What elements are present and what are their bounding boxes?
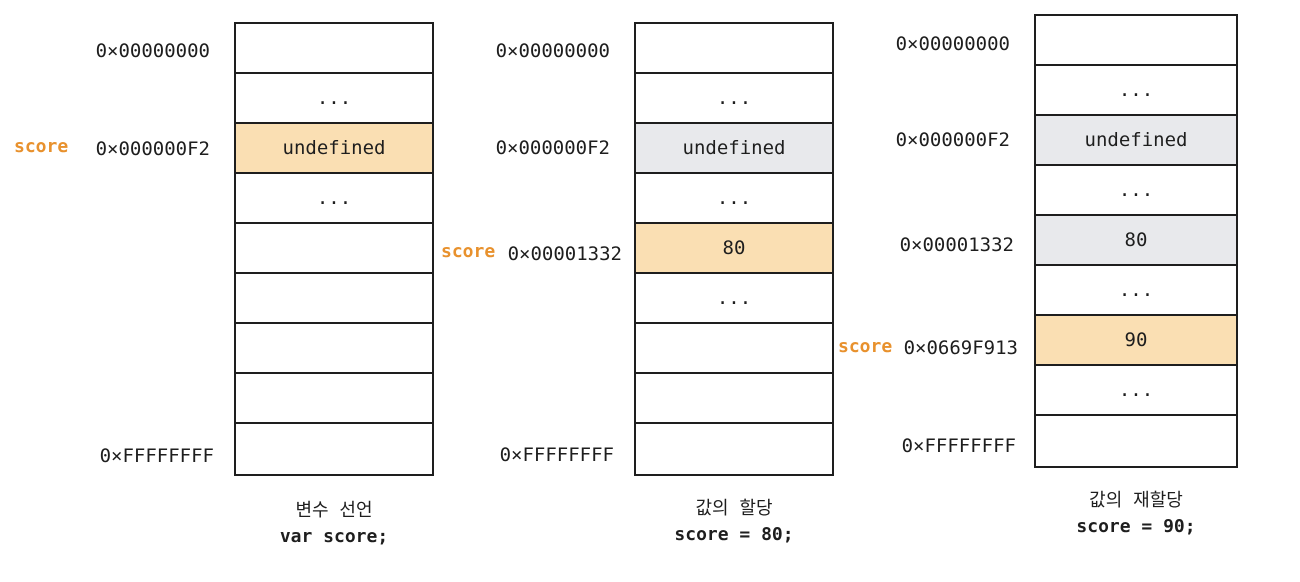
memory-cell: ...: [636, 274, 832, 324]
memory-cell-current: 90: [1036, 316, 1236, 366]
memory-cell-current: undefined: [236, 124, 432, 174]
variable-label: score: [838, 336, 893, 357]
memory-cell: ...: [236, 174, 432, 224]
caption-title: 변수 선언: [295, 500, 373, 521]
address-old: 0×00001332: [899, 234, 1014, 256]
memory-cell: [236, 324, 432, 374]
caption: 값의 할당 score = 80;: [634, 496, 834, 548]
memory-cell: [636, 24, 832, 74]
caption-code: score = 80;: [674, 524, 794, 545]
memory-cell: [236, 424, 432, 474]
memory-cell: [236, 274, 432, 324]
address-last: 0×FFFFFFFF: [499, 444, 614, 466]
caption-title: 값의 재할당: [1089, 490, 1183, 511]
memory-cell: ...: [1036, 166, 1236, 216]
caption: 변수 선언 var score;: [234, 498, 434, 550]
memory-cell: ...: [1036, 366, 1236, 416]
memory-cell: ...: [1036, 266, 1236, 316]
caption: 값의 재할당 score = 90;: [1036, 488, 1236, 540]
memory-cell: ...: [1036, 66, 1236, 116]
address-last: 0×FFFFFFFF: [99, 445, 214, 467]
address-first: 0×00000000: [495, 40, 610, 62]
memory-cell: [636, 324, 832, 374]
address-variable: 0×000000F2: [95, 138, 210, 160]
caption-code: var score;: [279, 526, 389, 547]
caption-code: score = 90;: [1076, 516, 1196, 537]
memory-cell: [236, 224, 432, 274]
memory-cell-stale: undefined: [1036, 116, 1236, 166]
memory-cell: [636, 374, 832, 424]
memory-cell-current: 80: [636, 224, 832, 274]
memory-stack: ... undefined ...: [234, 22, 434, 476]
address-first: 0×00000000: [895, 33, 1010, 55]
address-old: 0×000000F2: [895, 129, 1010, 151]
variable-label: score: [14, 136, 69, 157]
address-last: 0×FFFFFFFF: [901, 435, 1016, 457]
memory-cell: [1036, 16, 1236, 66]
memory-cell: ...: [636, 174, 832, 224]
memory-cell: ...: [236, 74, 432, 124]
memory-cell: [236, 374, 432, 424]
memory-cell: [636, 424, 832, 474]
caption-title: 값의 할당: [695, 498, 773, 519]
address-first: 0×00000000: [95, 40, 210, 62]
memory-cell: ...: [636, 74, 832, 124]
memory-cell: [1036, 416, 1236, 466]
address-old: 0×000000F2: [495, 137, 610, 159]
memory-cell-stale: undefined: [636, 124, 832, 174]
memory-cell: [236, 24, 432, 74]
address-variable: 0×00001332: [507, 243, 622, 265]
variable-label: score: [441, 241, 496, 262]
memory-cell-stale: 80: [1036, 216, 1236, 266]
address-variable: 0×0669F913: [903, 337, 1018, 359]
memory-stack: ... undefined ... 80 ... 90 ...: [1034, 14, 1238, 468]
memory-stack: ... undefined ... 80 ...: [634, 22, 834, 476]
